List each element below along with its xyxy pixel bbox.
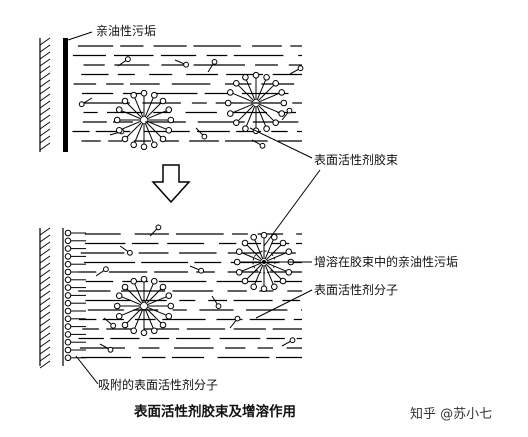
- surfactant-micelle-1: [113, 89, 175, 151]
- top-wall: [39, 37, 68, 152]
- top-panel: [39, 37, 304, 152]
- bottom-free-surfactant-molecules: [95, 224, 296, 353]
- figure-caption: 表面活性剂胶束及增溶作用: [134, 403, 296, 420]
- surfactant-micelle-3: [113, 275, 175, 337]
- leader-lines: [67, 31, 321, 385]
- label-lipophilic-dirt: 亲油性污垢: [96, 24, 156, 38]
- surfactant-micelle-4-with-dirt: [233, 231, 295, 293]
- bottom-panel: [39, 224, 302, 369]
- micelle-core-dirt: [252, 250, 276, 274]
- adsorbed-surfactant-molecules: [64, 229, 86, 362]
- surfactant-micelle-2: [224, 71, 288, 135]
- label-solubilized-dirt: 增溶在胶束中的亲油性污垢: [314, 254, 458, 269]
- bottom-water-lines: [78, 233, 302, 359]
- bottom-wall: [39, 227, 86, 369]
- watermark: 知乎 @苏小七: [410, 406, 492, 422]
- down-arrow-icon: [151, 164, 191, 204]
- label-surfactant-molecule: 表面活性剂分子: [314, 282, 398, 297]
- label-surfactant-micelle: 表面活性剂胶束: [314, 152, 398, 167]
- label-adsorbed-molecules: 吸附的表面活性剂分子: [98, 377, 218, 392]
